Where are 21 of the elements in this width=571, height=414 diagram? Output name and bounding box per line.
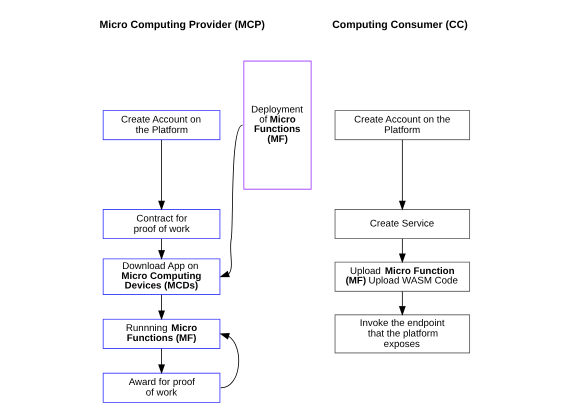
arrow — [219, 124, 243, 278]
node-box: Contract for proof of work — [102, 209, 220, 240]
node-box: Create Account on the Platform — [102, 110, 220, 140]
arrow — [398, 291, 406, 316]
node-box: Award for proof of work — [102, 372, 220, 403]
node-box: Upload Micro Function (MF) Upload WASM Code — [334, 262, 470, 292]
arrow — [398, 238, 406, 264]
arrow — [219, 333, 239, 388]
arrow — [398, 139, 406, 211]
node-box: Invoke the endpoint that the platform exposes — [334, 314, 470, 354]
node-box: Runnning Micro Functions (MF) — [102, 318, 220, 349]
node-box: Create Service — [334, 209, 470, 240]
arrow — [158, 294, 164, 320]
arrow — [158, 139, 164, 211]
label: Micro Computing Provider (MCP) — [99, 19, 264, 32]
node-box: Create Account on the Platform — [334, 110, 470, 140]
arrow — [158, 238, 164, 260]
arrow — [158, 348, 164, 374]
label: Computing Consumer (CC) — [332, 19, 468, 32]
node-box: Download App on Micro Computing Devices (MCDs) — [102, 258, 220, 295]
node-box: Deployment of Micro Functions (MF) — [242, 60, 312, 190]
